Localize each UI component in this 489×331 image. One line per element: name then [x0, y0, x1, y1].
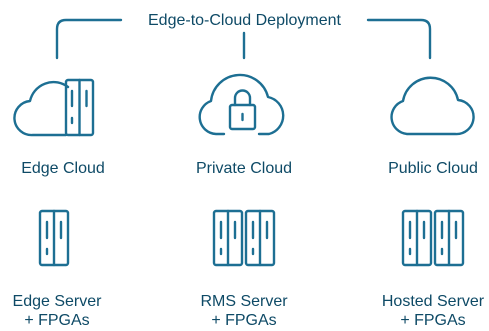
rms-server-name: RMS Server — [200, 293, 288, 310]
single-rack-server-icon — [38, 209, 70, 267]
private-cloud-label: Private Cloud — [195, 160, 293, 177]
rms-server-label: RMS Server + FPGAs — [164, 292, 324, 330]
double-rack-server-icon — [212, 209, 276, 267]
hosted-server-name: Hosted Server — [381, 293, 485, 310]
cloud-server-icon — [13, 78, 95, 137]
diagram-title: Edge-to-Cloud Deployment — [148, 12, 341, 29]
connector-lines — [55, 18, 432, 60]
edge-server-fpgas: + FPGAs — [24, 312, 90, 329]
cloud-lock-icon — [198, 73, 285, 136]
edge-cloud-label: Edge Cloud — [21, 160, 105, 177]
double-rack-server-icon — [401, 209, 465, 267]
public-cloud-label: Public Cloud — [388, 160, 478, 177]
hosted-server-label: Hosted Server + FPGAs — [353, 292, 489, 330]
cloud-icon — [390, 76, 475, 136]
edge-server-label: Edge Server + FPGAs — [0, 292, 137, 330]
edge-server-name: Edge Server — [12, 293, 102, 310]
rms-server-fpgas: + FPGAs — [211, 312, 277, 329]
hosted-server-fpgas: + FPGAs — [400, 312, 466, 329]
